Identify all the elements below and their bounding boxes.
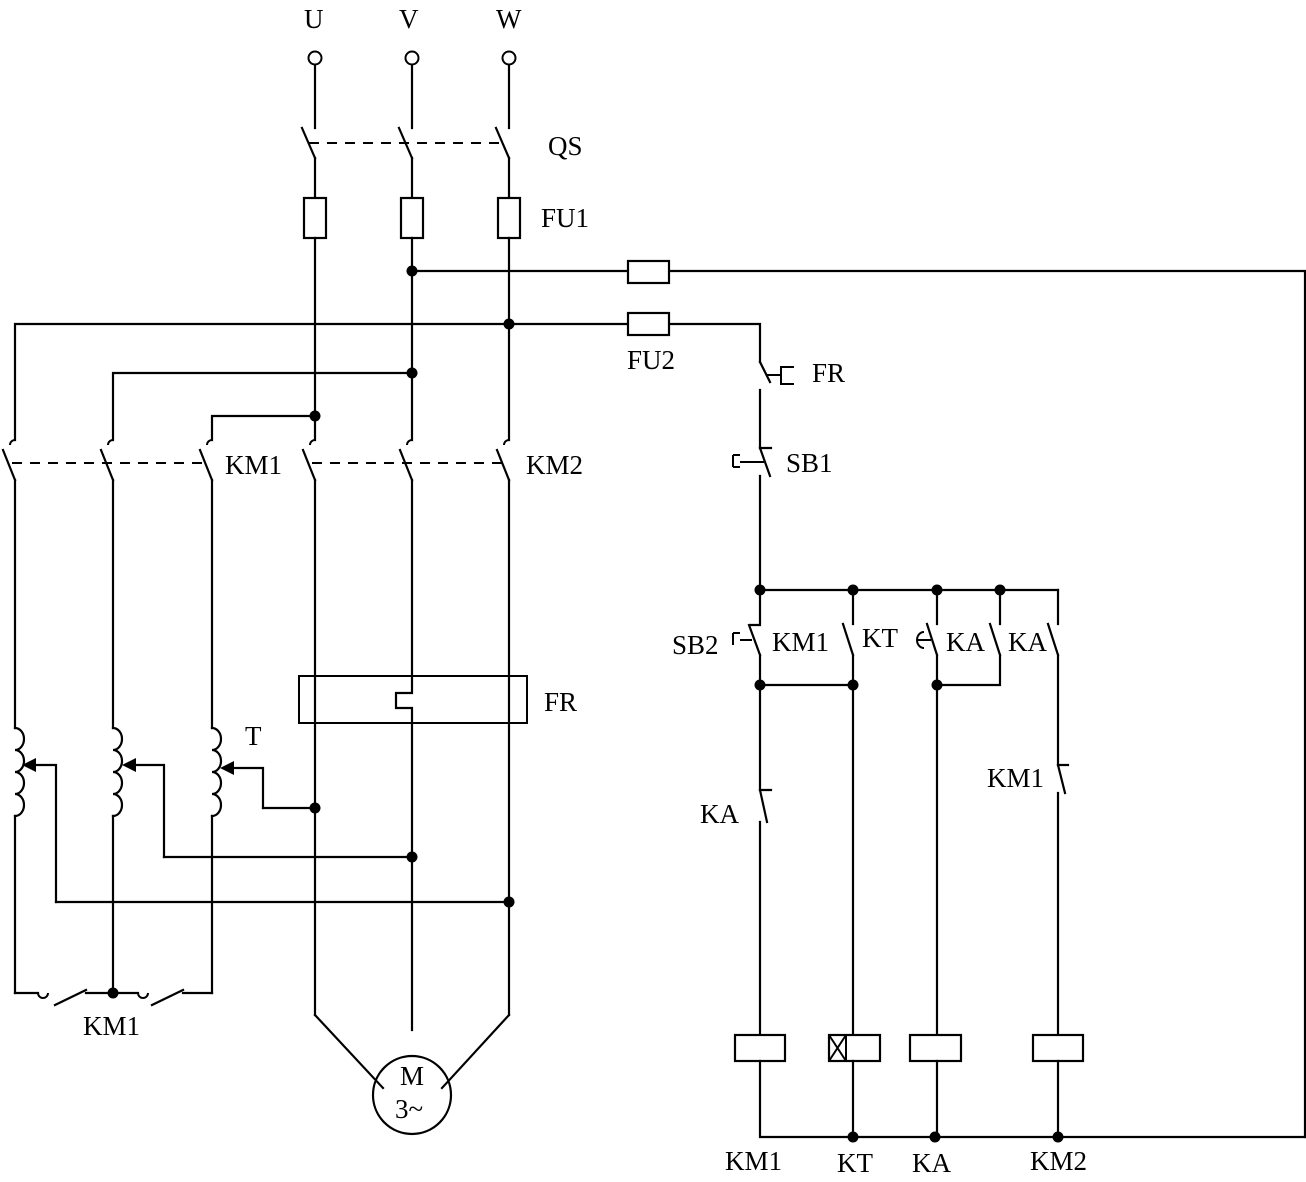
km1-star-contacts: KM1 — [13, 987, 214, 1041]
km1-bottom-label: KM1 — [83, 1011, 140, 1041]
coil-km2-label: KM2 — [1030, 1146, 1087, 1176]
coil-km1-label: KM1 — [725, 1146, 782, 1176]
ctrl-kt-label: KT — [862, 623, 898, 653]
terminal-w — [501, 50, 517, 66]
fuse-w — [496, 196, 522, 240]
ctrl-ka-nc-contact: KA — [700, 788, 773, 1037]
qs-label: QS — [548, 131, 583, 161]
fuse-u — [302, 196, 328, 240]
supply-terminals: U V W — [304, 4, 522, 66]
ctrl-ka-nc-label: KA — [700, 799, 739, 829]
qs-main-switch: QS — [300, 63, 583, 161]
ctrl-km1-nc-label: KM1 — [987, 763, 1044, 793]
fu2-label: FU2 — [627, 345, 675, 375]
motor-phase-v-line — [394, 478, 414, 1032]
ctrl-ka1-label: KA — [946, 627, 985, 657]
ctrl-ka-holding-contact: KA — [931, 588, 1002, 691]
motor-phase-outer-lines — [313, 478, 511, 1017]
terminal-label-v: V — [399, 4, 419, 34]
fuse-v — [399, 196, 425, 240]
coil-ka-label: KA — [912, 1148, 951, 1178]
sb1-label: SB1 — [786, 448, 833, 478]
ctrl-ka-km2-contact: KA — [1008, 588, 1060, 767]
km1-feed-lines — [13, 322, 511, 442]
sb2-label: SB2 — [672, 630, 719, 660]
fu2-fuse-bottom — [626, 311, 671, 337]
ctrl-ka2-label: KA — [1008, 627, 1047, 657]
terminal-label-u: U — [304, 4, 324, 34]
control-supply-taps: FU2 — [406, 259, 1306, 1139]
terminal-v — [404, 50, 420, 66]
coil-km1 — [733, 1033, 787, 1063]
autotransformer-t: T — [13, 721, 515, 995]
fu1-fuses: FU1 — [302, 156, 589, 240]
km1-label: KM1 — [225, 450, 282, 480]
ctrl-km1-label: KM1 — [772, 627, 829, 657]
fr-label: FR — [544, 687, 577, 717]
terminal-label-w: W — [496, 4, 522, 34]
ctrl-sb2-button: SB2 — [672, 588, 762, 792]
ctrl-km1-aux-contact: KM1 — [754, 588, 859, 1037]
ctrl-kt-contact: KT — [862, 588, 939, 1037]
motor-m: M 3~ — [313, 1013, 511, 1136]
terminal-u — [307, 50, 323, 66]
ctrl-fr-contact: FR — [758, 358, 845, 450]
motor-label-m: M — [400, 1061, 424, 1091]
coil-kt-label: KT — [837, 1148, 873, 1178]
fu1-label: FU1 — [541, 203, 589, 233]
fu2-fuse-top — [626, 259, 671, 285]
coil-ka — [908, 1033, 963, 1063]
ctrl-fr-label: FR — [812, 358, 845, 388]
t-label: T — [245, 721, 262, 751]
autotransformer-feed — [13, 478, 214, 730]
ctrl-km1-nc-interlock: KM1 — [987, 763, 1070, 1037]
km-main-contacts: KM1 KM2 — [1, 439, 583, 482]
km2-label: KM2 — [526, 450, 583, 480]
fr-thermal-relay: FR — [298, 675, 577, 724]
motor-label-phase: 3~ — [395, 1094, 423, 1124]
ctrl-sb1-button: SB1 — [732, 446, 833, 592]
ctrl-coils: KM1 KT KA KM2 — [725, 1033, 1306, 1178]
coil-km2 — [1031, 1033, 1085, 1063]
